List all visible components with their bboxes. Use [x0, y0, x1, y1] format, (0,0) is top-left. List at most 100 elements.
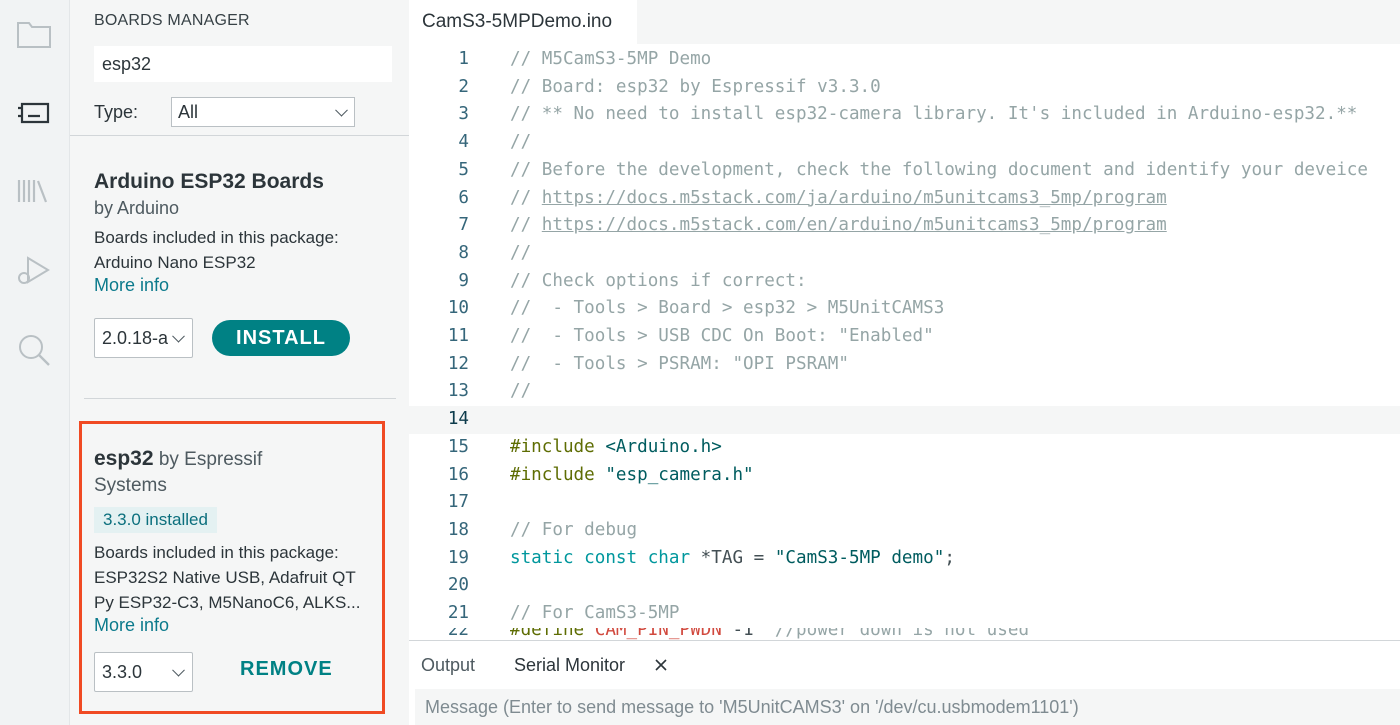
code-link: https://docs.m5stack.com/ja/arduino/m5un… [541, 187, 1167, 208]
line-number: 20 [447, 575, 469, 596]
line-number: 4 [458, 132, 469, 153]
type-select-value: All [178, 101, 199, 122]
package-header: esp32 by Espressif Systems [94, 446, 392, 499]
code-token: -1 [721, 628, 775, 640]
code-token: // - Tools > PSRAM: "OPI PSRAM" [510, 353, 849, 374]
code-token: // [510, 381, 532, 402]
code-line: 15 #include <Arduino.h> [409, 434, 1400, 462]
line-number: 6 [458, 187, 469, 208]
line-number: 14 [447, 409, 469, 430]
line-number: 8 [458, 242, 469, 263]
type-select[interactable]: All [171, 97, 355, 127]
code-text: // Check options if correct: [510, 271, 807, 291]
search-input[interactable] [94, 46, 392, 82]
version-select[interactable]: 3.3.0 [94, 652, 193, 692]
boards-manager-icon[interactable] [12, 90, 56, 134]
installed-badge: 3.3.0 installed [94, 507, 217, 533]
tab-cams3-5mpdemo[interactable]: CamS3-5MPDemo.ino [409, 0, 637, 44]
search-icon[interactable] [12, 328, 56, 372]
library-manager-icon[interactable] [12, 168, 56, 212]
code-token: // Before the development, check the fol… [510, 159, 1368, 180]
code-line: 6 // https://docs.m5stack.com/ja/arduino/… [409, 185, 1400, 213]
code-line: 22#define CAM_PIN_PWDN -1 //power down i… [409, 628, 1400, 640]
code-token: "esp_camera.h" [594, 464, 754, 485]
package-name: Arduino ESP32 Boards [94, 170, 324, 193]
code-token: // M5CamS3-5MP Demo [510, 49, 712, 69]
code-token: // [510, 132, 532, 153]
package-name: esp32 [94, 447, 154, 470]
code-text: // For debug [510, 520, 637, 540]
serial-message-input[interactable] [415, 689, 1400, 725]
code-token: // ** No need to install esp32-camera li… [510, 104, 1358, 125]
code-token: #include [510, 464, 595, 485]
code-text: // https://docs.m5stack.com/en/arduino/m… [510, 215, 1167, 235]
code-token: // For debug [510, 519, 638, 540]
version-select[interactable]: 2.0.18-a [94, 318, 193, 358]
description-line: Boards included in this package: [94, 228, 339, 247]
code-line: 13// [409, 378, 1400, 406]
package-description: Boards included in this package: ESP32S2… [94, 540, 392, 615]
code-line: 4 // [409, 129, 1400, 157]
tab-output[interactable]: Output [421, 655, 476, 675]
bottom-panel: Output Serial Monitor [409, 640, 1400, 725]
code-text: // - Tools > USB CDC On Boot: "Enabled" [510, 326, 934, 346]
code-line: 12 // - Tools > PSRAM: "OPI PSRAM" [409, 351, 1400, 379]
code-line: 10// - Tools > Board > esp32 > M5UnitCAM… [409, 295, 1400, 323]
code-token: <Arduino.h> [594, 436, 722, 457]
code-text: // M5CamS3-5MP Demo [510, 49, 711, 69]
code-text: #define CAM_PIN_PWDN -1 //power down is … [510, 628, 1029, 640]
code-token: CAM_PIN_PWDN [584, 628, 722, 640]
line-number: 3 [458, 104, 469, 125]
code-line: 1// M5CamS3-5MP Demo [409, 46, 1400, 74]
code-token: // [510, 215, 542, 236]
code-line: 16 #include "esp_camera.h" [409, 462, 1400, 490]
code-text: // Before the development, check the fol… [510, 160, 1368, 180]
more-info-link[interactable]: More info [94, 275, 170, 295]
line-number: 2 [458, 76, 469, 97]
line-number: 11 [447, 326, 469, 346]
tab-label: CamS3-5MPDemo.ino [422, 11, 613, 32]
tab-bar [637, 0, 1400, 44]
close-icon[interactable] [652, 656, 670, 674]
selected-package-highlight [79, 421, 385, 714]
package-card-esp32: esp32 by Espressif Systems 3.3.0 install… [94, 446, 392, 636]
code-line: 21// For CamS3-5MP [409, 600, 1400, 628]
code-text: // https://docs.m5stack.com/ja/arduino/m… [510, 188, 1167, 208]
line-number: 12 [447, 353, 469, 374]
version-value: 2.0.18-a [102, 327, 169, 348]
code-line: 3 // ** No need to install esp32-camera l… [409, 101, 1400, 129]
code-text: // - Tools > PSRAM: "OPI PSRAM" [510, 354, 849, 374]
more-info-link[interactable]: More info [94, 615, 170, 635]
code-line: 8// [409, 240, 1400, 268]
tab-serial-monitor[interactable]: Serial Monitor [514, 655, 626, 675]
package-description: Boards included in this package: Arduino… [94, 225, 392, 275]
line-number: 18 [447, 519, 469, 540]
type-label: Type: [94, 102, 139, 122]
line-number: 15 [447, 436, 469, 457]
code-text: #include <Arduino.h> [510, 437, 722, 457]
code-line: 9// Check options if correct: [409, 268, 1400, 296]
code-token: #define [510, 628, 585, 640]
version-value: 3.3.0 [102, 661, 143, 682]
line-number: 19 [447, 547, 469, 568]
package-card-arduino-esp32: Arduino ESP32 Boards by Arduino Boards i… [94, 170, 392, 296]
code-token: // - Tools > USB CDC On Boot: "Enabled" [510, 326, 934, 346]
code-line: 20 [409, 572, 1400, 600]
package-author: by Arduino [94, 198, 180, 218]
chevron-down-icon [335, 103, 348, 117]
code-text: // - Tools > Board > esp32 > M5UnitCAMS3 [510, 298, 944, 318]
boards-manager-panel: BOARDS MANAGER Type: All Arduino ESP32 B… [70, 0, 409, 725]
description-line: Arduino Nano ESP32 [94, 253, 256, 272]
code-line: 2 // Board: esp32 by Espressif v3.3.0 [409, 74, 1400, 102]
code-text: #include "esp_camera.h" [510, 465, 754, 485]
code-line: 14 [409, 406, 1400, 434]
code-token: ; [944, 547, 955, 568]
folder-icon[interactable] [12, 12, 56, 56]
remove-button[interactable]: REMOVE [240, 658, 333, 680]
debug-icon[interactable] [12, 248, 56, 292]
install-button[interactable]: INSTALL [212, 320, 350, 356]
chevron-down-icon [172, 329, 185, 343]
code-token: // Board: esp32 by Espressif v3.3.0 [510, 76, 881, 97]
line-number: 16 [447, 464, 469, 485]
